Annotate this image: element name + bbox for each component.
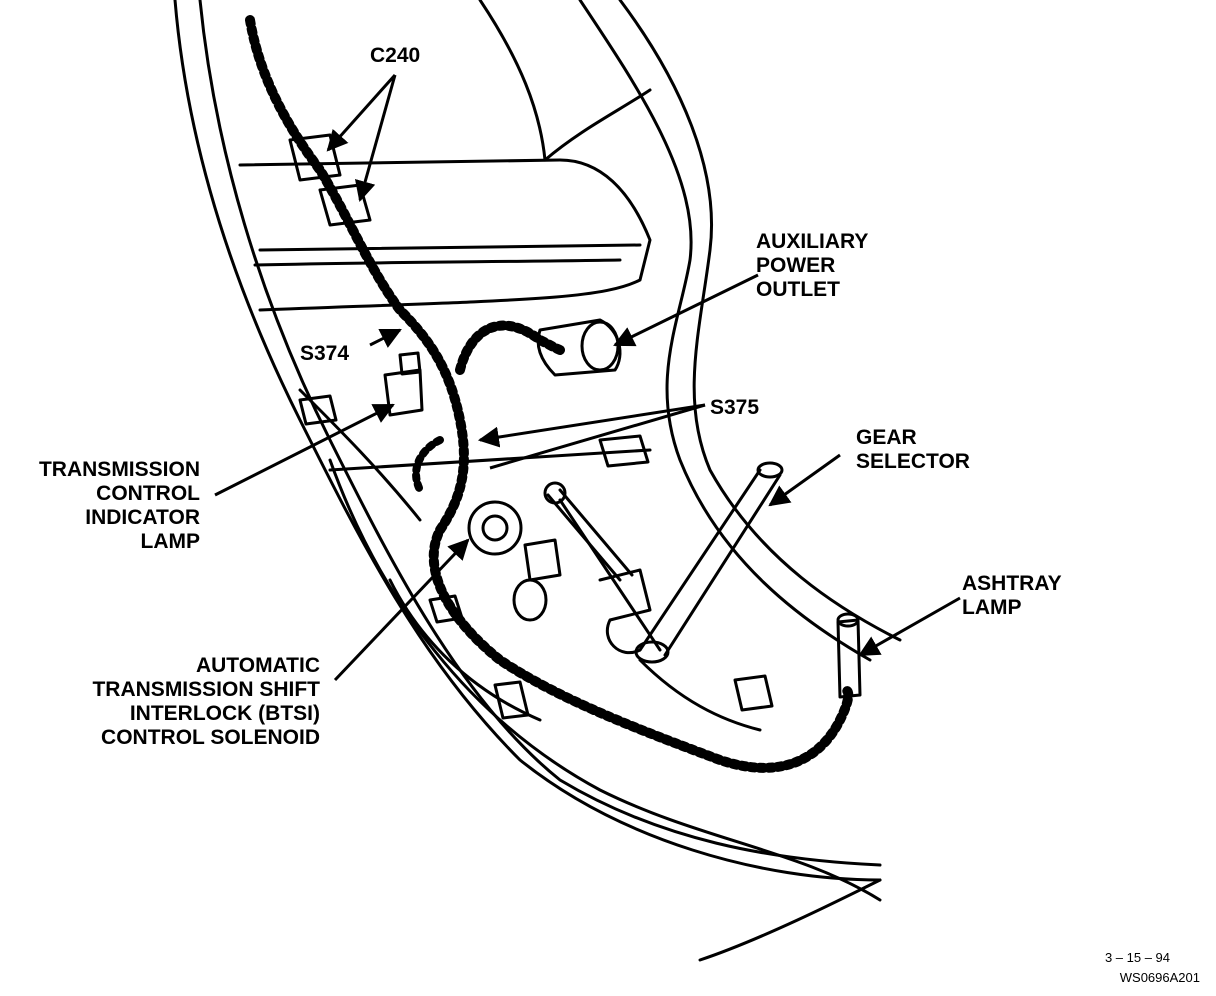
wiring-branch-s375 (412, 436, 444, 494)
console-slot-1 (298, 394, 338, 426)
console-floor-left (298, 388, 422, 522)
console-line-c (558, 498, 662, 652)
footer-code: WS0696A201 (1119, 970, 1200, 985)
shift-rod (546, 488, 634, 582)
console-right-outline (578, 0, 872, 662)
btsi-connector (523, 538, 562, 582)
btsi-plunger (512, 578, 548, 622)
gear-selector-top (756, 461, 784, 479)
gear-selector-shaft (638, 468, 782, 657)
wiring-harness (245, 15, 854, 773)
label-c240: C240 (370, 44, 421, 67)
console-slot-2 (598, 434, 650, 468)
console-right-inner (618, 0, 902, 642)
leader-gear-selector (768, 453, 841, 507)
gear-selector-base (634, 640, 670, 664)
console-slot-3 (733, 674, 774, 712)
trans-indicator-lamp-cap (398, 351, 422, 376)
trans-indicator-lamp-body (383, 368, 424, 417)
label-auxiliary-power-outlet: AUXILIARY POWER OUTLET (756, 230, 869, 301)
c240-connector (288, 133, 372, 227)
floor-curve-2 (698, 878, 882, 962)
leader-btsi (333, 538, 470, 682)
dash-curve (478, 0, 547, 162)
leader-c240-a (326, 74, 397, 152)
label-ashtray-lamp: ASHTRAY LAMP (962, 572, 1062, 619)
bracket (598, 568, 652, 655)
leader-aux-power (613, 273, 759, 347)
label-transmission-control-indicator-lamp: TRANSMISSION CONTROL INDICATOR LAMP (38, 458, 200, 553)
dash-curve-2 (543, 88, 652, 162)
leader-trans-indicator (214, 403, 395, 497)
console-line-a (388, 578, 542, 722)
tray-front (258, 243, 642, 252)
shift-rod-end (543, 481, 567, 505)
console-left-inner (198, 0, 882, 867)
label-gear-selector: GEAR SELECTOR (856, 426, 970, 473)
tray-ledge (238, 158, 652, 312)
label-btsi-control-solenoid: AUTOMATIC TRANSMISSION SHIFT INTERLOCK (… (92, 654, 320, 749)
btsi-solenoid-inner (481, 514, 509, 542)
leader-s375-a (477, 403, 706, 448)
footer-date: 3 – 15 – 94 (1104, 950, 1170, 965)
leader-ashtray-lamp (858, 596, 961, 657)
btsi-solenoid (467, 500, 523, 556)
console-line-b (638, 658, 762, 732)
leader-s375-b (489, 403, 706, 470)
console-floor-line (328, 448, 652, 472)
leader-c240-b (354, 74, 397, 203)
wiring-branch-aux (455, 320, 565, 375)
aux-outlet-face (580, 320, 620, 372)
tray-line (253, 258, 622, 267)
label-s375: S375 (710, 396, 760, 419)
label-s374: S374 (300, 342, 350, 365)
floor-curve-1 (328, 458, 882, 902)
ashtray-lamp-cap (836, 612, 860, 628)
leader-s374 (369, 328, 402, 348)
ashtray-lamp-body (836, 618, 862, 699)
